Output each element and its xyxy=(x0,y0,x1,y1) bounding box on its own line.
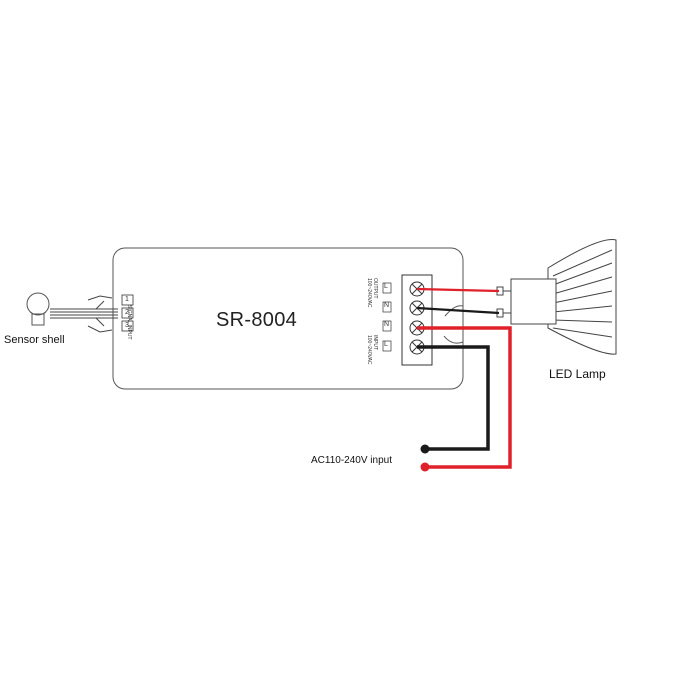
output-heading: OUTPUT xyxy=(372,278,378,299)
model-number: SR-8004 xyxy=(216,309,298,331)
signal-terminal-block xyxy=(121,294,134,332)
ac-neutral-terminal xyxy=(420,444,430,454)
sensor-shell-icon xyxy=(26,292,50,326)
terminal-letter-4: L xyxy=(384,341,388,348)
lamp-neutral-wire xyxy=(416,306,500,315)
ac-live-wire xyxy=(417,326,512,469)
led-lamp-label: LED Lamp xyxy=(549,367,606,381)
output-rating: 100~240VAC xyxy=(366,278,372,308)
input-rating: 100~240VAC xyxy=(366,335,372,365)
signal-pin-2: 2 xyxy=(125,309,129,316)
signal-input-heading: SIGNAL INPUT xyxy=(126,305,132,340)
input-heading: INPUT xyxy=(372,335,378,350)
signal-pin-3: 3 xyxy=(125,322,129,329)
terminal-letter-1: L xyxy=(384,283,388,290)
ac-input-label: AC110-240V input xyxy=(311,455,392,466)
terminal-letter-2: N xyxy=(384,302,390,309)
terminal-letter-3: N xyxy=(384,321,390,328)
ac-neutral-wire xyxy=(417,345,490,451)
sensor-shell-label: Sensor shell xyxy=(4,334,65,346)
sensor-cable xyxy=(50,295,118,333)
led-lamp-icon xyxy=(496,239,617,355)
ac-live-terminal xyxy=(420,462,430,472)
lamp-live-wire xyxy=(416,287,500,293)
signal-pin-1: 1 xyxy=(125,296,129,303)
